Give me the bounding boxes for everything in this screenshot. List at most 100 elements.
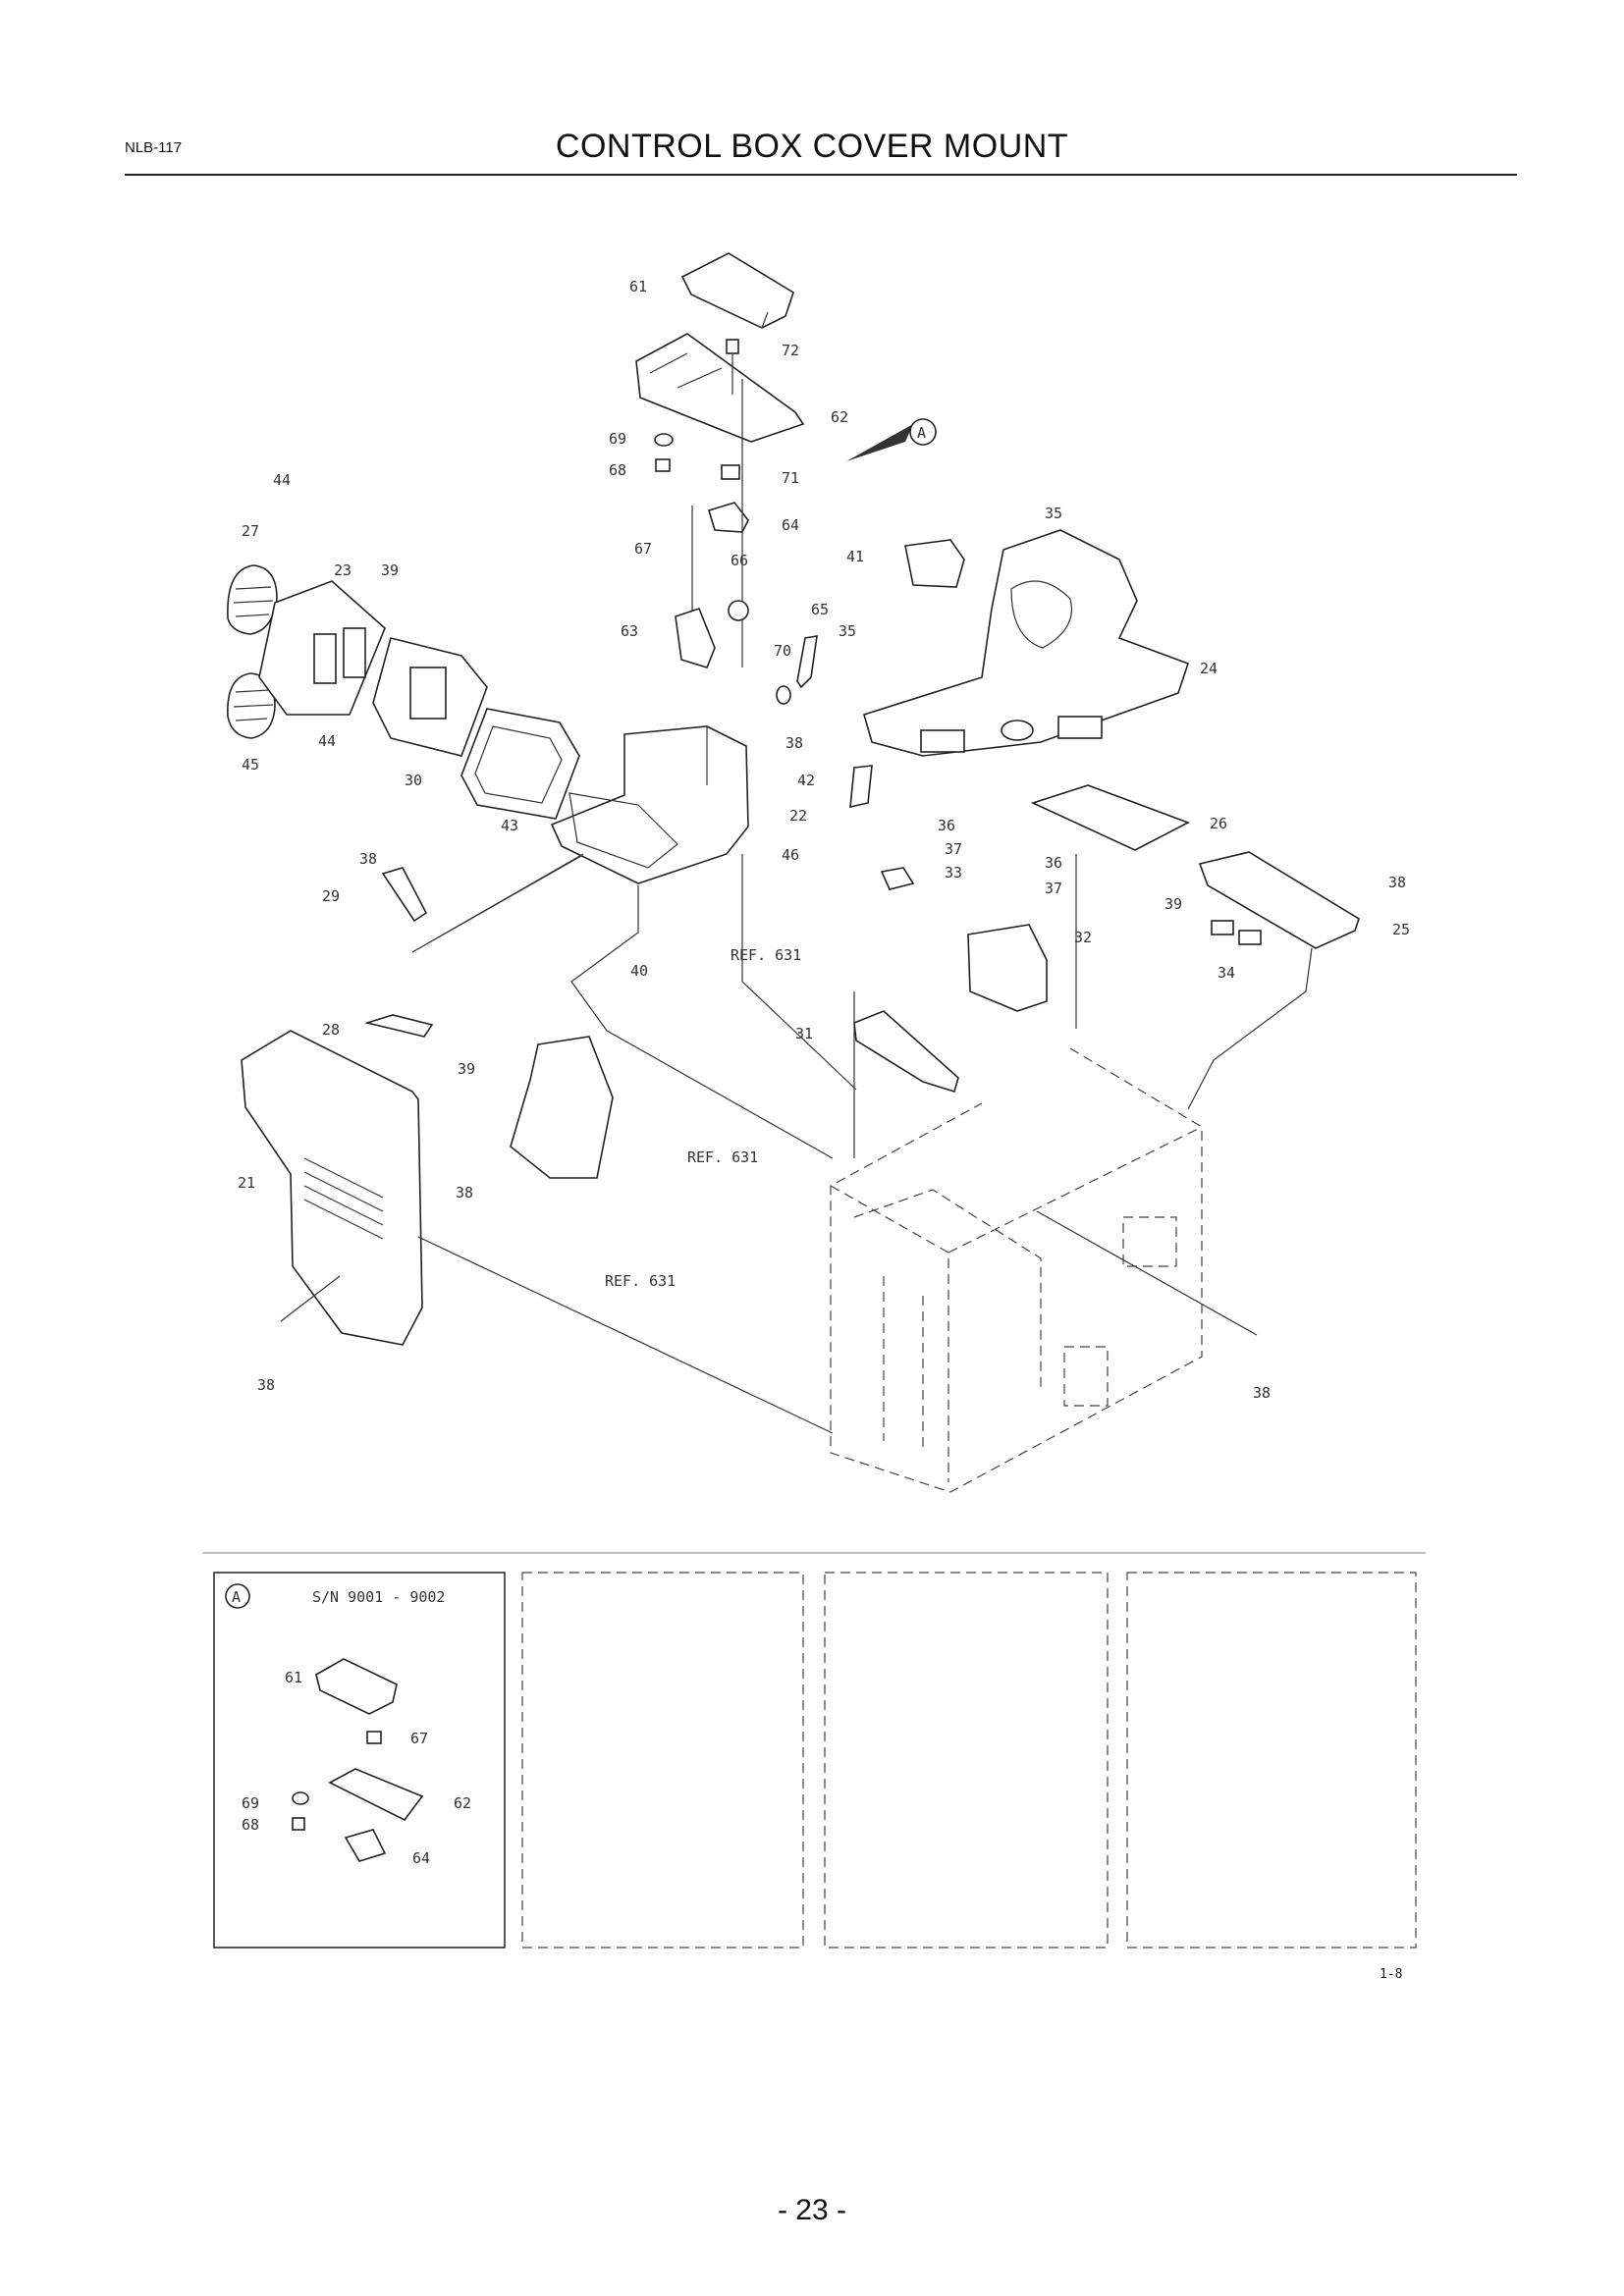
label-26: 26 xyxy=(1210,815,1227,832)
label-67: 67 xyxy=(634,540,652,558)
part-61-cover xyxy=(680,252,794,329)
label-34: 34 xyxy=(1218,964,1235,982)
label-24: 24 xyxy=(1200,660,1218,677)
inset-label-67: 67 xyxy=(410,1730,428,1747)
part-71-nut xyxy=(721,464,740,480)
label-38b: 38 xyxy=(1388,874,1406,891)
part-23-plate xyxy=(258,580,386,716)
part-43-gasket xyxy=(460,708,580,820)
label-38e: 38 xyxy=(257,1376,275,1394)
label-42: 42 xyxy=(797,772,815,789)
label-36a: 36 xyxy=(938,817,955,834)
part-21-side-cover xyxy=(241,1030,423,1346)
label-46: 46 xyxy=(782,846,799,864)
part-68-bolt xyxy=(655,458,671,472)
label-27: 27 xyxy=(242,522,259,540)
label-38f: 38 xyxy=(1253,1384,1271,1402)
part-42-clip xyxy=(849,765,873,809)
ref-631-c: REF. 631 xyxy=(605,1272,676,1290)
label-68: 68 xyxy=(609,461,626,479)
part-22-cover xyxy=(550,725,749,884)
inset-box-a: A S/N 9001 - 9002 61 67 62 69 68 64 xyxy=(213,1572,506,1949)
part-26-plate xyxy=(1030,784,1190,851)
figure-code: 1-8 xyxy=(1380,1967,1403,1982)
label-72: 72 xyxy=(782,342,799,359)
label-38c: 38 xyxy=(359,850,377,868)
part-41-lid xyxy=(904,539,965,588)
part-64-clip xyxy=(708,502,749,533)
part-29-bracket xyxy=(381,867,428,923)
label-41: 41 xyxy=(846,548,864,565)
part-31-bracket xyxy=(853,1010,959,1094)
label-37b: 37 xyxy=(1045,880,1062,897)
label-31: 31 xyxy=(795,1025,813,1042)
label-35b: 35 xyxy=(839,622,856,640)
label-28: 28 xyxy=(322,1021,340,1039)
label-45: 45 xyxy=(242,756,259,774)
view-arrow-a: A xyxy=(846,418,937,461)
label-43: 43 xyxy=(501,817,518,834)
inset-label-64: 64 xyxy=(412,1849,430,1867)
label-37a: 37 xyxy=(945,840,962,858)
part-32-bracket xyxy=(967,924,1048,1012)
label-66: 66 xyxy=(731,552,748,569)
label-21: 21 xyxy=(238,1174,255,1192)
label-65: 65 xyxy=(811,601,829,618)
document-code: NLB-117 xyxy=(125,139,183,156)
label-38a: 38 xyxy=(785,734,803,752)
part-62-bracket xyxy=(635,333,805,443)
inset-box-empty-1 xyxy=(521,1572,804,1949)
inset-box-empty-3 xyxy=(1126,1572,1417,1949)
label-71: 71 xyxy=(782,469,799,487)
label-61: 61 xyxy=(629,278,647,295)
inset-label-62: 62 xyxy=(454,1794,471,1812)
bracket-mid xyxy=(510,1036,614,1179)
part-30-panel xyxy=(372,637,488,757)
label-22: 22 xyxy=(789,807,807,825)
label-44b: 44 xyxy=(318,732,336,750)
label-39b: 39 xyxy=(1164,895,1182,913)
ref-631-b: REF. 631 xyxy=(687,1148,758,1166)
label-30: 30 xyxy=(405,772,422,789)
header-rule xyxy=(125,174,1517,176)
label-25: 25 xyxy=(1392,921,1410,938)
part-63-bracket xyxy=(675,608,716,668)
inset-box-empty-2 xyxy=(824,1572,1109,1949)
inset-serial: S/N 9001 - 9002 xyxy=(312,1588,445,1606)
part-72-bolt xyxy=(726,339,739,395)
part-34-bushings xyxy=(1211,920,1262,945)
part-70-nut xyxy=(776,685,791,705)
label-70: 70 xyxy=(774,642,791,660)
label-39c: 39 xyxy=(458,1060,475,1078)
part-27-knob xyxy=(227,564,278,635)
part-45-knob xyxy=(227,672,276,739)
view-marker-a: A xyxy=(917,424,926,442)
ref-631-a: REF. 631 xyxy=(731,946,801,964)
part-24-console xyxy=(863,529,1190,757)
inset-label-61: 61 xyxy=(285,1669,302,1686)
control-box-frame xyxy=(830,1047,1203,1493)
label-40: 40 xyxy=(630,962,648,980)
label-33: 33 xyxy=(945,864,962,881)
page-title: CONTROL BOX COVER MOUNT xyxy=(555,128,1069,165)
label-39a: 39 xyxy=(381,561,399,579)
page-number: - 23 - xyxy=(777,2194,847,2226)
label-36b: 36 xyxy=(1045,854,1062,872)
label-38d: 38 xyxy=(456,1184,473,1201)
label-62: 62 xyxy=(831,408,848,426)
inset-label-69: 69 xyxy=(242,1794,259,1812)
part-labels: 61 72 62 69 68 71 64 35 41 44 27 23 39 6… xyxy=(238,278,1410,1402)
part-65-pin xyxy=(796,635,818,689)
part-28-bracket xyxy=(363,1014,434,1038)
label-63: 63 xyxy=(621,622,638,640)
label-64: 64 xyxy=(782,516,799,534)
label-69: 69 xyxy=(609,430,626,448)
label-29: 29 xyxy=(322,887,340,905)
part-33-clip xyxy=(880,867,915,890)
label-32: 32 xyxy=(1074,929,1092,946)
label-23: 23 xyxy=(334,561,352,579)
part-69-washer xyxy=(654,433,674,447)
label-44a: 44 xyxy=(273,471,291,489)
label-35a: 35 xyxy=(1045,505,1062,522)
